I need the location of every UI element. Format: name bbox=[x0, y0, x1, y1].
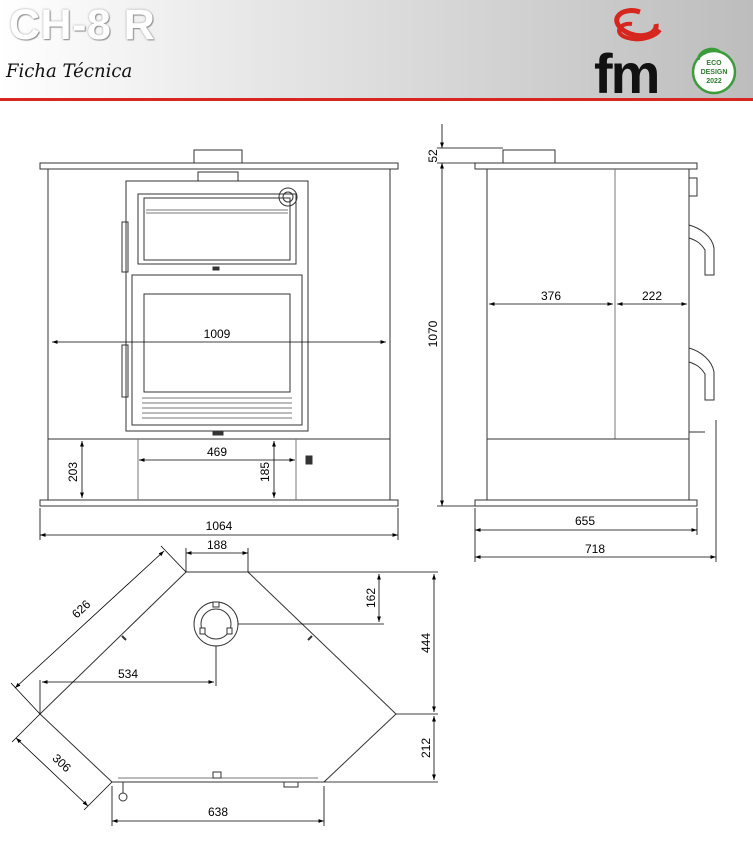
model-title: CH-8 R bbox=[9, 1, 156, 49]
eco-design-badge: ECO DESIGN 2022 bbox=[691, 47, 737, 95]
front-dimensions bbox=[39, 340, 399, 540]
eco-badge-line-2: DESIGN bbox=[701, 69, 728, 76]
side-base bbox=[486, 438, 690, 501]
dim-top-height: 52 bbox=[426, 149, 440, 163]
dim-opening-height: 185 bbox=[258, 462, 272, 482]
dim-base-opening: 469 bbox=[207, 445, 227, 459]
side-view bbox=[474, 149, 715, 507]
side-flue-collar bbox=[502, 149, 556, 164]
dim-side: 306 bbox=[50, 751, 74, 775]
fm-logo: fm bbox=[594, 8, 662, 105]
header-banner bbox=[0, 0, 753, 99]
plan-foot bbox=[283, 781, 299, 788]
dim-depth: 655 bbox=[575, 514, 595, 528]
dim-section-b: 222 bbox=[642, 289, 662, 303]
dim-back-depth: 444 bbox=[419, 633, 433, 653]
dim-total-depth: 718 bbox=[585, 542, 605, 556]
front-handle-bar bbox=[197, 171, 239, 182]
front-view bbox=[39, 149, 399, 507]
dim-front-width: 1009 bbox=[204, 327, 231, 341]
dim-base-height: 203 bbox=[66, 462, 80, 482]
side-top-plate bbox=[474, 162, 698, 170]
oven-door bbox=[137, 193, 297, 265]
side-thermometer bbox=[689, 177, 698, 197]
header-divider bbox=[0, 98, 753, 101]
dim-flue-width: 188 bbox=[207, 538, 227, 552]
dim-diagonal: 626 bbox=[69, 597, 93, 621]
front-bottom-plate bbox=[39, 499, 399, 507]
front-hinge-upper bbox=[121, 221, 129, 273]
dim-front-width-plan: 638 bbox=[208, 805, 228, 819]
dim-height: 1070 bbox=[426, 320, 440, 347]
side-bottom-plate bbox=[474, 499, 698, 507]
dim-total-width: 1064 bbox=[206, 519, 233, 533]
oven-thermometer bbox=[278, 187, 298, 207]
front-flue-collar bbox=[193, 149, 243, 164]
dim-section-a: 376 bbox=[541, 289, 561, 303]
eco-badge-line-3: 2022 bbox=[706, 78, 722, 85]
brand-text: fm bbox=[594, 42, 658, 105]
oven-window bbox=[143, 197, 291, 261]
top-dimensions bbox=[10, 545, 438, 826]
side-dimensions bbox=[437, 124, 717, 562]
document-subtitle: Ficha Técnica bbox=[6, 60, 133, 82]
side-handle-upper bbox=[688, 224, 715, 276]
front-top-plate bbox=[39, 162, 399, 170]
top-view bbox=[39, 571, 397, 802]
dim-flue-from-side: 534 bbox=[118, 667, 138, 681]
side-handle-lower bbox=[688, 347, 715, 401]
eco-badge-line-1: ECO bbox=[706, 60, 722, 67]
fire-door bbox=[131, 274, 303, 426]
plan-handle-knob bbox=[118, 792, 128, 802]
front-hinge-lower bbox=[121, 344, 129, 398]
front-door-frame bbox=[125, 180, 309, 432]
plan-front-tab bbox=[212, 771, 222, 779]
dim-flue-offset: 162 bbox=[364, 588, 378, 608]
dim-front-depth: 212 bbox=[419, 738, 433, 758]
fire-window bbox=[143, 293, 291, 393]
